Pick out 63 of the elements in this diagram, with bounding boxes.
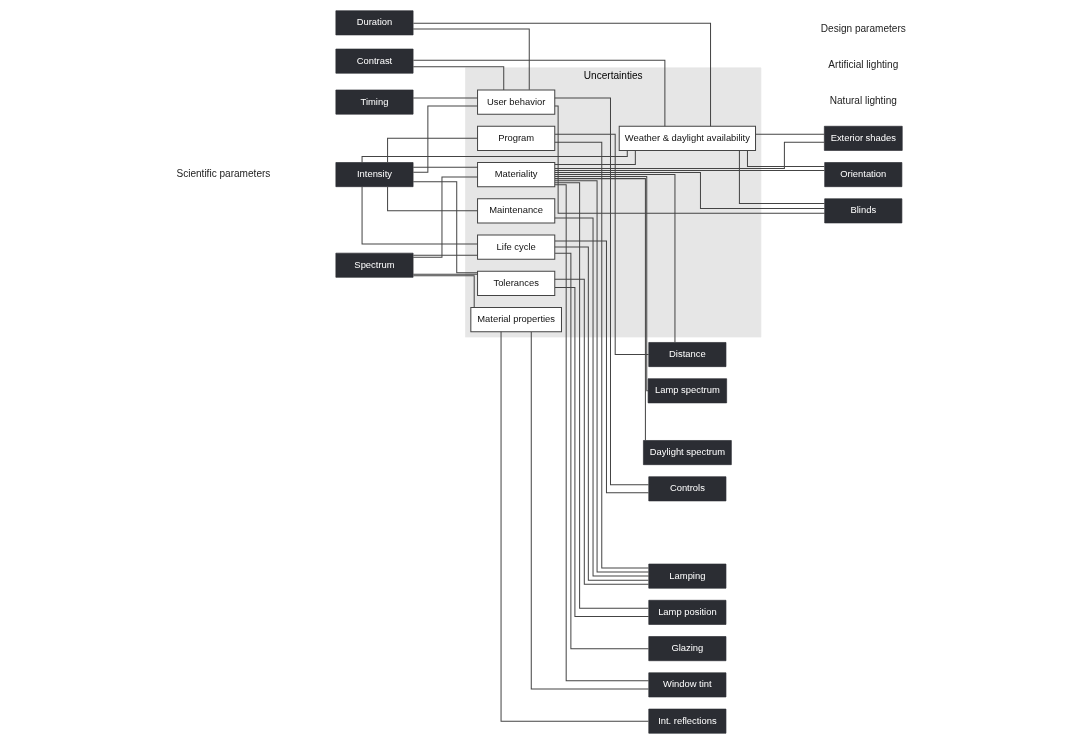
- connector: [554, 240, 650, 494]
- connector: [746, 149, 825, 168]
- connector: [554, 170, 825, 172]
- node-box: Program: [477, 125, 556, 151]
- node-box: Controls: [648, 476, 727, 502]
- connector: [412, 275, 475, 308]
- connector: [738, 150, 826, 205]
- node-box: Blinds: [824, 198, 903, 224]
- label: Natural lighting: [829, 95, 897, 107]
- node-box: Life cycle: [477, 234, 556, 260]
- connector: [554, 97, 650, 486]
- node-box: Lamping: [648, 563, 727, 589]
- node-box: Glazing: [648, 636, 727, 662]
- node-box: Lamp spectrum: [647, 378, 727, 404]
- label: Scientific parameters: [176, 167, 271, 179]
- connector: [500, 331, 650, 722]
- connector: [554, 172, 825, 209]
- connector: [412, 273, 478, 275]
- node-box: Int. reflections: [648, 708, 727, 734]
- node-box: Weather & daylight availability: [618, 125, 757, 151]
- node-box: Spectrum: [335, 252, 414, 278]
- node-box: Materiality: [477, 162, 556, 188]
- node-box: Material properties: [470, 307, 562, 333]
- label: Artificial lighting: [828, 59, 899, 71]
- connector: [554, 174, 676, 343]
- connector: [361, 150, 628, 163]
- connector: [554, 133, 650, 356]
- label: Design parameters: [820, 22, 906, 34]
- connector: [412, 22, 712, 127]
- connector: [412, 59, 666, 127]
- node-box: Orientation: [824, 162, 903, 187]
- node-box: Timing: [335, 89, 414, 115]
- connector: [554, 252, 650, 650]
- connector: [387, 137, 478, 163]
- connector: [361, 186, 478, 245]
- connector: [530, 331, 650, 690]
- node-box: Tolerances: [477, 270, 556, 296]
- connector: [412, 28, 530, 91]
- connector: [554, 150, 636, 166]
- node-box: Window tint: [648, 672, 727, 698]
- connector: [412, 254, 478, 256]
- node-box: Maintenance: [477, 198, 556, 224]
- connector: [412, 97, 478, 99]
- node-box: Duration: [335, 10, 414, 36]
- connector: [387, 186, 478, 212]
- node-box: Distance: [648, 342, 727, 367]
- node-box: Intensity: [335, 162, 414, 187]
- node-box: Exterior shades: [824, 125, 903, 151]
- node-box: Contrast: [335, 48, 414, 74]
- connector: [412, 181, 479, 274]
- connector: [412, 66, 505, 91]
- connector: [554, 176, 649, 392]
- connector: [412, 166, 478, 168]
- connector: [554, 178, 646, 441]
- node-box: Lamp position: [648, 599, 727, 625]
- node-box: Daylight spectrum: [643, 440, 732, 465]
- connector: [755, 133, 825, 135]
- connector: [554, 184, 650, 682]
- connector: [412, 176, 479, 258]
- node-box: User behavior: [477, 89, 556, 115]
- connector: [554, 105, 826, 214]
- connector: [554, 141, 825, 170]
- connector: [412, 105, 478, 173]
